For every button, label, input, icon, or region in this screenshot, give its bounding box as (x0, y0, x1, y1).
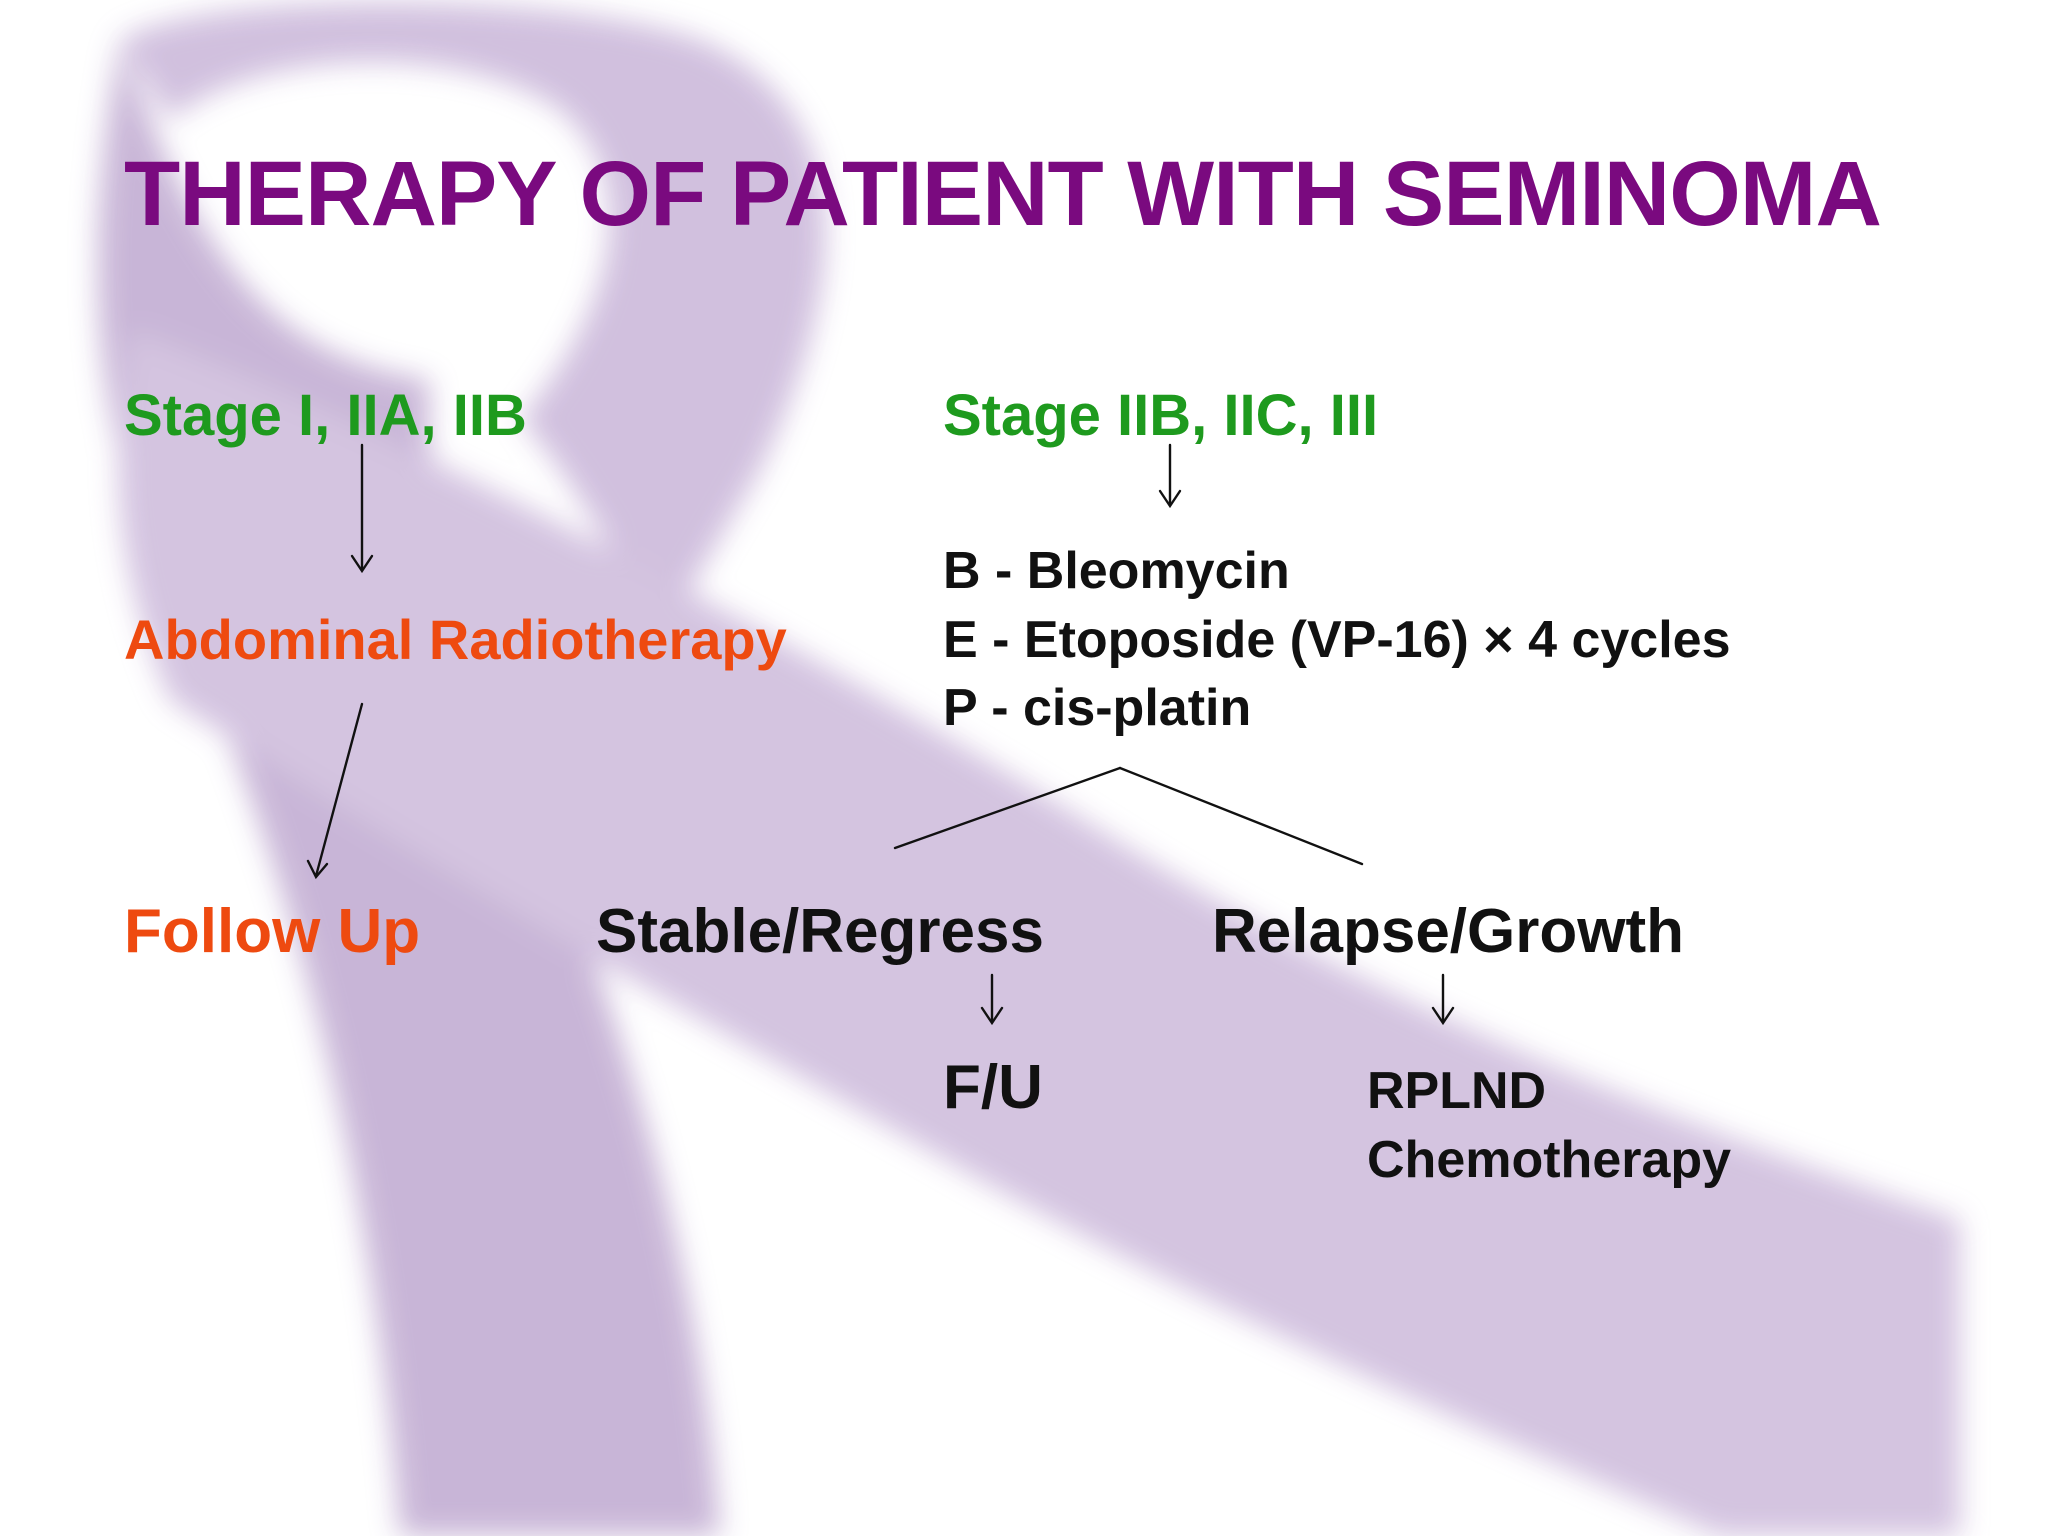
arrowhead-stage-to-regimen (1158, 489, 1182, 509)
arrowhead-stage-to-radiotherapy (350, 554, 374, 574)
regimen-line-etoposide: E - Etoposide (VP-16) × 4 cycles (943, 611, 1731, 669)
branch-line-right (1118, 766, 1364, 866)
stable-regress-label: Stable/Regress (596, 897, 1044, 966)
slide-title: THERAPY OF PATIENT WITH SEMINOMA (124, 143, 1882, 245)
regimen-line-cisplatin: P - cis-platin (943, 679, 1252, 737)
arrowhead-relapse-to-rplnd (1431, 1006, 1455, 1026)
chemotherapy-label: Chemotherapy (1367, 1131, 1732, 1189)
rplnd-label: RPLND (1367, 1062, 1547, 1120)
branch-line-left (893, 766, 1122, 850)
right-stage-label: Stage IIB, IIC, III (943, 383, 1379, 448)
arrowhead-radiotherapy-to-followup (306, 859, 329, 880)
relapse-growth-label: Relapse/Growth (1212, 897, 1684, 966)
regimen-line-bleomycin: B - Bleomycin (943, 542, 1290, 600)
follow-up-label: Follow Up (124, 897, 421, 966)
radiotherapy-label: Abdominal Radiotherapy (124, 608, 787, 671)
fu-label: F/U (943, 1053, 1043, 1122)
left-stage-label: Stage I, IIA, IIB (124, 383, 527, 448)
arrow-radiotherapy-to-followup (314, 702, 364, 878)
arrowhead-stable-to-fu (980, 1006, 1004, 1026)
